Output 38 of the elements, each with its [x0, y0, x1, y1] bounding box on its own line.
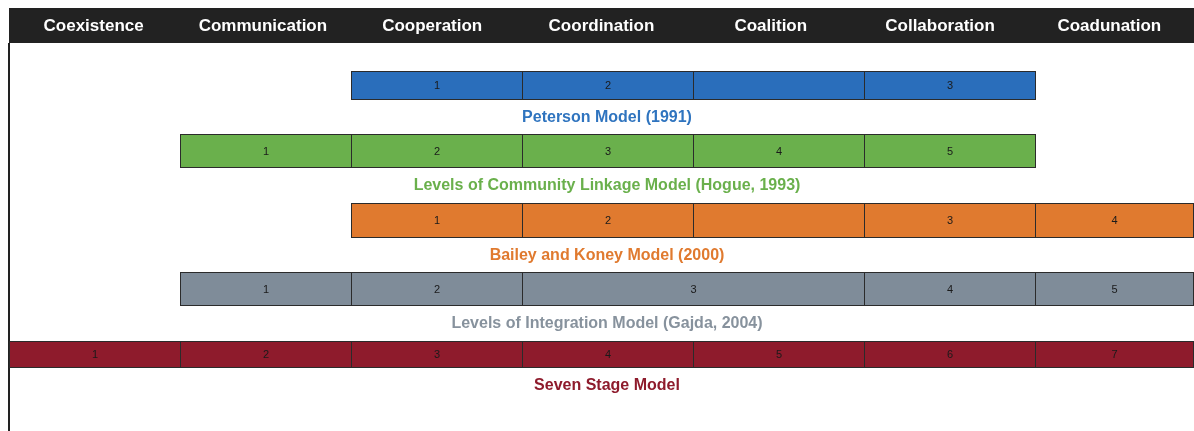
stage-cell: 2: [351, 272, 523, 306]
column-heading: Coalition: [734, 14, 808, 37]
stage-cell: [693, 203, 865, 238]
column-heading: Collaboration: [885, 14, 995, 37]
stage-cell: 7: [1035, 341, 1194, 368]
stage-cell: 4: [1035, 203, 1194, 238]
stage-cell: 4: [522, 341, 694, 368]
stage-cell: 4: [693, 134, 865, 168]
stage-cell: 2: [351, 134, 523, 168]
stage-cell: 1: [180, 134, 352, 168]
model-title: Peterson Model (1991): [522, 107, 692, 127]
stage-cell: 1: [9, 341, 181, 368]
stage-cell: 5: [1035, 272, 1194, 306]
stage-cell: 2: [522, 71, 694, 100]
column-heading: Coexistence: [43, 14, 144, 37]
model-title: Levels of Community Linkage Model (Hogue, 1993): [413, 175, 801, 195]
stage-cell: 5: [693, 341, 865, 368]
stage-cell: 3: [351, 341, 523, 368]
stage-cell: 6: [864, 341, 1036, 368]
model-title: Seven Stage Model: [534, 375, 680, 395]
stage-cell: 2: [522, 203, 694, 238]
model-title: Bailey and Koney Model (2000): [489, 245, 725, 265]
model-title: Levels of Integration Model (Gajda, 2004): [451, 313, 763, 333]
stage-cell: 3: [864, 203, 1036, 238]
column-heading: Coordination: [548, 14, 655, 37]
stage-cell: 3: [522, 134, 694, 168]
stage-cell: 3: [864, 71, 1036, 100]
stage-cell: [693, 71, 865, 100]
stage-cell: 3: [522, 272, 865, 306]
stage-cell: 1: [351, 203, 523, 238]
stage-cell: 1: [180, 272, 352, 306]
column-heading: Cooperation: [382, 14, 483, 37]
stage-cell: 2: [180, 341, 352, 368]
stage-cell: 1: [351, 71, 523, 100]
column-heading: Communication: [198, 14, 328, 37]
stage-cell: 4: [864, 272, 1036, 306]
column-heading: Coadunation: [1057, 14, 1162, 37]
stage-cell: 5: [864, 134, 1036, 168]
